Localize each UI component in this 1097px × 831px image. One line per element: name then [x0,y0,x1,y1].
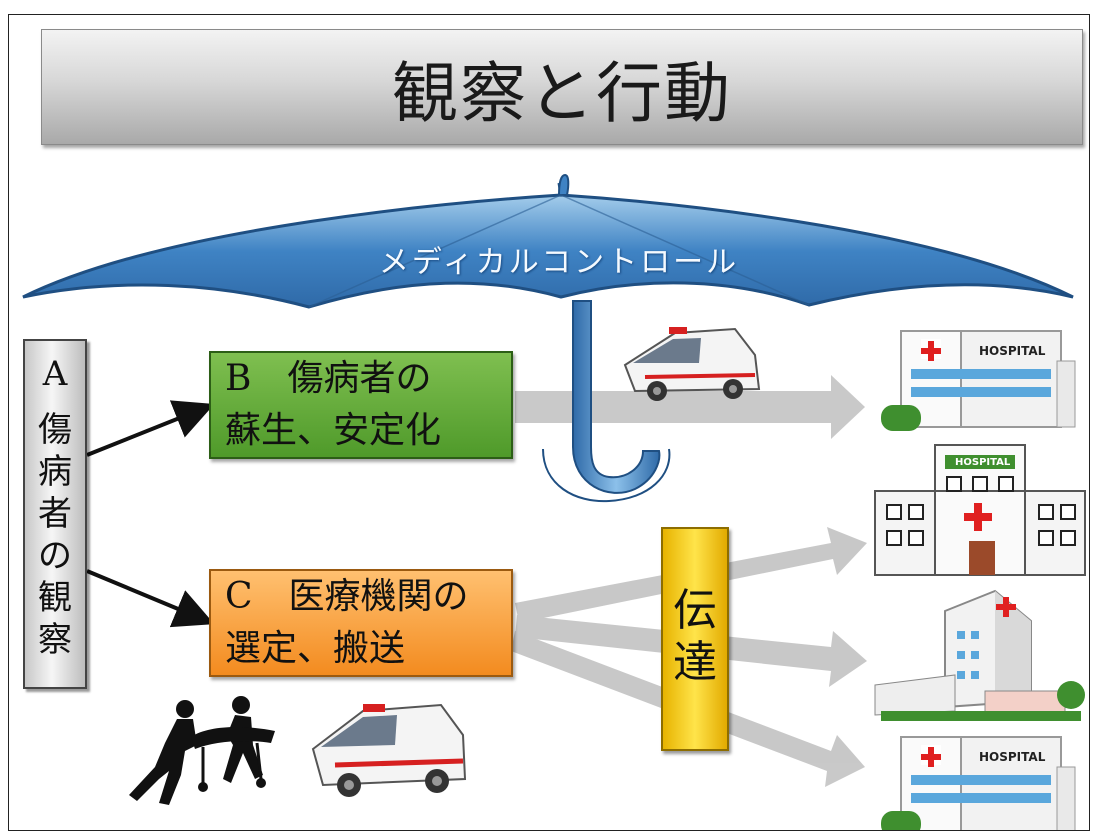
title-banner: 観察と行動 [41,29,1083,145]
box-c-line2: 選定、搬送 [225,628,406,669]
box-a-char: 病 [38,452,72,492]
box-c-transport: C 医療機関の 選定、搬送 [209,569,513,677]
ambulance-icon-top [623,327,761,401]
box-a-observation: A 傷 病 者 の 観 察 [23,339,87,689]
arrow-a-to-c [86,569,215,628]
hospital-sign-1: HOSPITAL [979,344,1046,358]
box-c-line1: C 医療機関の [225,576,469,617]
box-a-char: 傷 [38,410,72,450]
box-b-line1: B 傷病者の [225,358,432,399]
box-communication-char: 伝 [673,585,717,636]
box-communication-char: 達 [673,637,717,688]
diagram-artwork: HOSPITAL HOSPITAL [22,173,1086,830]
ambulance-icon-bottom [311,703,467,797]
hospital-icon-2 [874,444,1086,576]
box-a-char: 察 [38,620,72,660]
arrow-a-to-b [86,400,215,457]
hospital-sign-2: HOSPITAL [955,457,1011,468]
paramedics-stretcher-icon [129,696,275,805]
box-communication: 伝 達 [661,527,729,751]
arrow-b-to-hospital-1 [515,375,865,439]
box-a-char: 観 [38,578,72,618]
hospital-sign-4: HOSPITAL [979,750,1046,764]
box-a-char: の [38,536,72,576]
diagram-frame: 観察と行動 [8,14,1090,831]
umbrella-label: メディカルコントロール [378,245,740,280]
page-title: 観察と行動 [392,55,732,132]
hospital-icon-4 [881,736,1076,830]
box-b-resuscitation: B 傷病者の 蘇生、安定化 [209,351,513,459]
box-b-line2: 蘇生、安定化 [225,410,442,451]
hospital-icon-1 [881,330,1076,431]
box-a-char: 者 [38,494,72,534]
box-a-char: A [42,354,68,394]
umbrella-icon [22,173,1074,503]
hospital-icon-3 [874,589,1085,721]
